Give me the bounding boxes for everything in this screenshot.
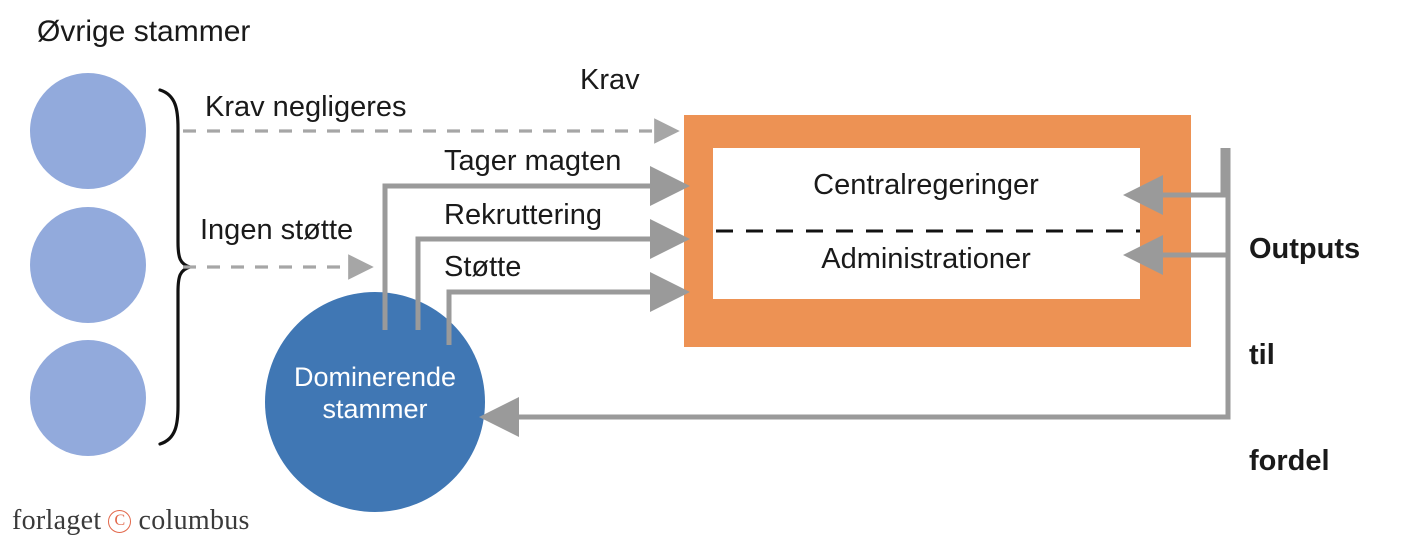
label-krav: Krav (580, 64, 640, 96)
edge-tager-magten (382, 166, 690, 330)
edge-stotte (446, 272, 690, 345)
label-krav-negligeres: Krav negligeres (205, 91, 407, 123)
node-label-dominerende-stammer: Dominerende stammer (265, 362, 485, 426)
edge-rekruttering (415, 219, 690, 330)
edge-outputs-to-centralregeringer (1123, 148, 1226, 215)
dominerende-line-1: Dominerende (293, 362, 457, 392)
label-stotte: Støtte (444, 251, 522, 283)
other-tribe-circle-3 (30, 340, 146, 456)
dominerende-line-2: stammer (322, 393, 428, 424)
dominant-tribe-circle (265, 292, 485, 512)
outputs-line-3: fordel (1249, 445, 1330, 477)
node-label-administrationer: Administrationer (821, 243, 1031, 275)
edge-government-to-dominant-tribe (479, 148, 1231, 437)
label-outputs-til-fordel-for: Outputs til fordel for (1249, 161, 1360, 550)
label-tager-magten: Tager magten (444, 145, 622, 177)
page-title: Øvrige stammer (37, 15, 251, 48)
logo-word-forlaget: forlaget (12, 505, 102, 536)
publisher-logo: forlaget C columbus (12, 505, 250, 537)
outputs-line-2: til (1249, 338, 1275, 371)
other-tribe-circle-2 (30, 207, 146, 323)
label-rekruttering: Rekruttering (444, 199, 602, 231)
logo-word-columbus: columbus (138, 505, 250, 536)
node-label-centralregeringer: Centralregeringer (813, 169, 1039, 201)
copyright-icon: C (108, 509, 132, 533)
outputs-line-1: Outputs (1249, 232, 1361, 265)
government-frame (684, 115, 1191, 347)
other-tribe-circle-1 (30, 73, 146, 189)
label-ingen-stotte: Ingen støtte (200, 214, 354, 246)
